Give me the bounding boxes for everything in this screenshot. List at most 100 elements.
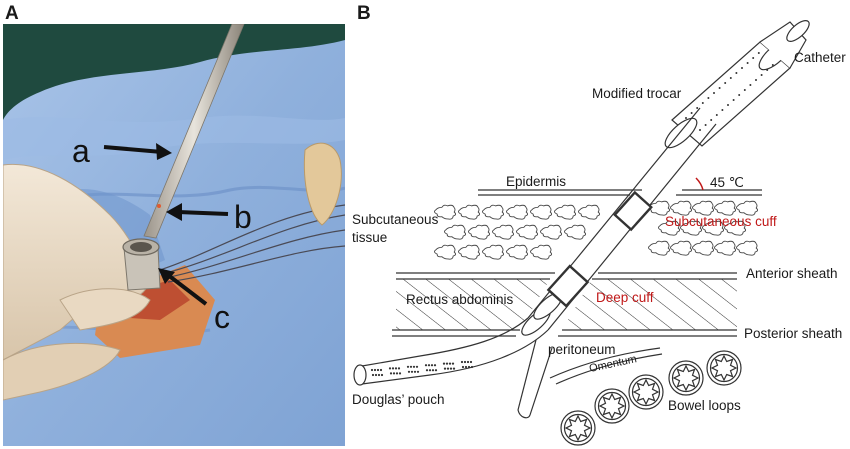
side-hole [406,365,410,368]
side-hole [407,370,411,373]
fat-lobule [492,224,515,240]
side-hole [449,367,453,370]
fat-lobule [530,244,553,260]
side-hole [371,373,375,377]
trocar-hole [746,62,749,64]
posterior-sheath-layer [392,329,737,337]
trocar-hole [701,102,704,104]
rectus-muscle-right [562,279,737,330]
panel-label-b: B [357,3,371,24]
trocar-hole [749,84,752,86]
trocar-rod [143,24,245,239]
trocar-hole [732,99,735,101]
side-hole [466,360,470,364]
fat-lobule [692,240,715,256]
side-hole [374,373,378,377]
trocar-hole [713,92,715,94]
bowel-loops [560,350,742,446]
label-peritoneum: peritoneum [548,342,616,357]
side-hole [412,365,416,368]
arrow-a [103,143,172,160]
glove-finger [3,342,121,401]
side-hole [470,365,474,369]
side-hole [433,364,437,367]
side-hole [379,368,383,372]
fat-lobule [736,200,759,216]
trocar-hole [715,114,718,116]
trocar-hole [757,52,760,54]
label-angle: 45 ℃ [710,175,744,190]
label-subcutaneous-1: Subcutaneous [352,212,439,227]
side-hole [463,360,467,364]
label-catheter: Catheter [794,50,846,65]
bowel-lumen [564,414,592,442]
trocar-hole [724,82,727,84]
fat-lobule [680,220,703,236]
arrow-label-a: a [72,133,90,169]
fat-lobule [482,204,505,220]
fat-lobule [458,204,481,220]
fat-lobule [658,220,681,236]
side-hole [398,372,402,375]
trocar-hole [755,79,757,81]
label-douglas-pouch: Douglas’ pouch [352,392,445,407]
trocar-hole [690,112,693,114]
side-hole [469,360,473,364]
trocar-hole [760,74,763,76]
side-hole [461,365,465,369]
trocar-hole [752,57,755,59]
trocar-hole [707,97,710,99]
fat-lobule [482,244,505,260]
label-posterior-sheath: Posterior sheath [744,326,842,341]
fat-lobule [648,240,671,256]
deep-cuff-shape [546,264,590,308]
fat-lobule [458,244,481,260]
glove-finger [59,288,151,331]
fat-lobule [506,204,529,220]
side-hole [370,368,374,372]
label-anterior-sheath: Anterior sheath [746,266,838,281]
bowel-lumen [598,392,626,420]
fat-lobule [434,204,457,220]
fat-lobule [692,200,715,216]
panel-b-diagram [353,20,810,446]
trocar-perforations [685,52,774,131]
subcutaneous-fat [434,200,759,260]
side-hole [395,372,399,375]
panel-label-a: A [5,3,19,24]
side-hole [452,367,456,370]
fat-lobule [468,224,491,240]
side-hole [460,360,464,364]
side-hole [445,362,449,365]
trocar-hole [735,72,738,74]
arrow-b [166,203,229,221]
trocar-hole [696,107,699,109]
sheath-lumen [130,242,152,252]
trocar-hole [718,87,721,89]
label-subcutaneous-cuff: Subcutaneous cuff [665,214,777,229]
label-bowel-loops: Bowel loops [668,398,741,413]
fat-lobule [444,224,467,240]
fat-lobule [724,220,747,236]
fat-lobule [578,204,601,220]
side-hole [397,367,401,370]
bowel-lumen [632,378,660,406]
fat-lobule [564,224,587,240]
trocar-hole [738,94,741,96]
side-hole [425,369,429,372]
side-hole [410,370,414,373]
side-hole [451,362,455,365]
fat-lobule [530,204,553,220]
fat-lobule [670,240,693,256]
side-hole [416,370,420,373]
side-hole [388,367,392,370]
fat-lobule [434,244,457,260]
side-hole [446,367,450,370]
label-deep-cuff: Deep cuff [596,290,654,305]
drape-fold [3,115,345,160]
label-rectus-abdominis: Rectus abdominis [406,292,514,307]
side-hole [424,364,428,367]
side-hole [373,368,377,372]
side-hole [377,373,381,377]
